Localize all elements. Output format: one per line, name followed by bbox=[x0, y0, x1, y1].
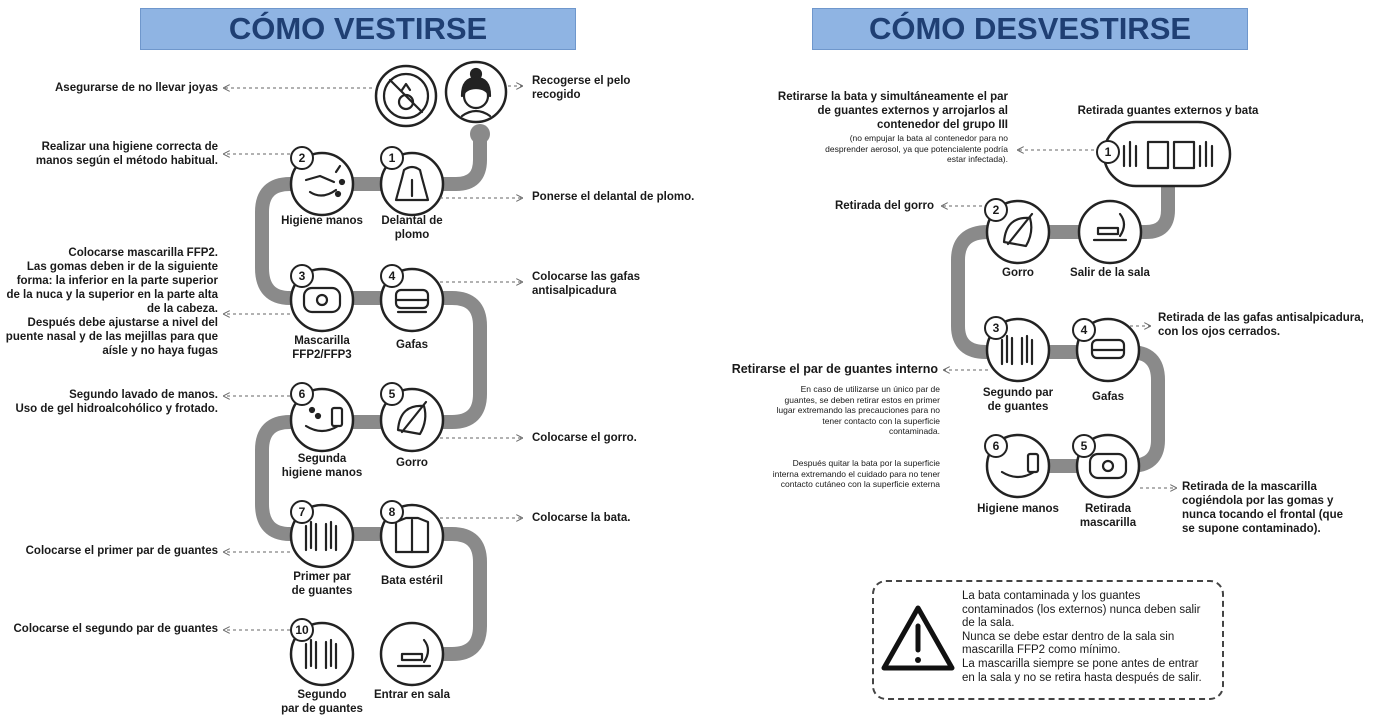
note-inner-gloves-detail-2: Después quitar la bata por la superficie… bbox=[772, 458, 940, 489]
warning-icon bbox=[881, 605, 955, 671]
step-badge: 2 bbox=[984, 198, 1008, 222]
step-badge: 4 bbox=[1072, 318, 1096, 342]
step-badge: 4 bbox=[380, 264, 404, 288]
note-second-gloves: Colocarse el segundo par de guantes bbox=[13, 623, 219, 635]
note-remove-goggles: Retirada de las gafas antisalpicadura, c… bbox=[1158, 312, 1364, 338]
step-badge: 6 bbox=[290, 382, 314, 406]
note-hair: Recogerse el pelo recogido bbox=[532, 75, 631, 101]
note-mask: Colocarse mascarilla FFP2. Las gomas deb… bbox=[5, 247, 218, 357]
step-badge: 8 bbox=[380, 500, 404, 524]
step-label: Segunda higiene manos bbox=[281, 453, 363, 479]
step-label: Gafas bbox=[396, 339, 428, 351]
step-label: Retirada guantes externos y bata bbox=[1077, 105, 1259, 117]
note-goggles: Colocarse las gafas antisalpicadura bbox=[532, 271, 641, 297]
step-label: Delantal de plomo bbox=[381, 215, 443, 241]
step-label: Higiene manos bbox=[281, 215, 363, 227]
step-label: Mascarilla FFP2/FFP3 bbox=[292, 335, 352, 361]
note-remove-gown-detail: (no empujar la bata al contenedor para n… bbox=[825, 133, 1008, 164]
note-remove-mask: Retirada de la mascarilla cogiéndola por… bbox=[1182, 481, 1344, 535]
note-gown: Colocarse la bata. bbox=[532, 512, 631, 524]
step-badge: 10 bbox=[290, 618, 314, 642]
note-inner-gloves: Retirarse el par de guantes interno bbox=[731, 362, 938, 376]
note-remove-gown: Retirarse la bata y simultáneamente el p… bbox=[777, 91, 1008, 131]
step-badge: 5 bbox=[1072, 434, 1096, 458]
note-inner-gloves-detail: En caso de utilizarse un único par de gu… bbox=[776, 384, 941, 436]
step-badge: 2 bbox=[290, 146, 314, 170]
step-label: Segundo par de guantes bbox=[281, 689, 363, 715]
step-badge: 3 bbox=[290, 264, 314, 288]
note-second-wash: Segundo lavado de manos. Uso de gel hidr… bbox=[15, 389, 218, 415]
note-cap: Colocarse el gorro. bbox=[532, 432, 637, 444]
note-remove-cap: Retirada del gorro bbox=[834, 200, 934, 212]
step-label: Primer par de guantes bbox=[291, 571, 353, 597]
step-badge: 3 bbox=[984, 316, 1008, 340]
step-label: Bata estéril bbox=[380, 575, 443, 587]
step-badge: 5 bbox=[380, 382, 404, 406]
step-badge: 6 bbox=[984, 434, 1008, 458]
step-label: Gorro bbox=[396, 457, 428, 469]
step-label: Salir de la sala bbox=[1070, 267, 1150, 279]
undress-title-banner: CÓMO DESVESTIRSE bbox=[812, 8, 1248, 50]
dress-title-banner: CÓMO VESTIRSE bbox=[140, 8, 576, 50]
step-label: Gorro bbox=[1002, 267, 1034, 279]
step-badge: 1 bbox=[380, 146, 404, 170]
note-hygiene: Realizar una higiene correcta de manos s… bbox=[35, 141, 218, 167]
step-label: Retirada mascarilla bbox=[1079, 503, 1137, 529]
undress-flow-path bbox=[951, 179, 1175, 473]
step-label: Entrar en sala bbox=[373, 689, 451, 701]
note-jewelry: Asegurarse de no llevar joyas bbox=[55, 82, 218, 94]
note-first-gloves: Colocarse el primer par de guantes bbox=[25, 545, 218, 557]
dress-flow-path bbox=[255, 125, 487, 661]
warning-box bbox=[872, 580, 1224, 700]
warning-text: La bata contaminada y los guantes contam… bbox=[962, 590, 1202, 684]
step-label: Higiene manos bbox=[977, 503, 1059, 515]
note-apron: Ponerse el delantal de plomo. bbox=[532, 191, 695, 203]
step-label: Gafas bbox=[1092, 391, 1124, 403]
step-label: Segundo par de guantes bbox=[982, 387, 1054, 413]
step-badge: 1 bbox=[1096, 140, 1120, 164]
step-badge: 7 bbox=[290, 500, 314, 524]
